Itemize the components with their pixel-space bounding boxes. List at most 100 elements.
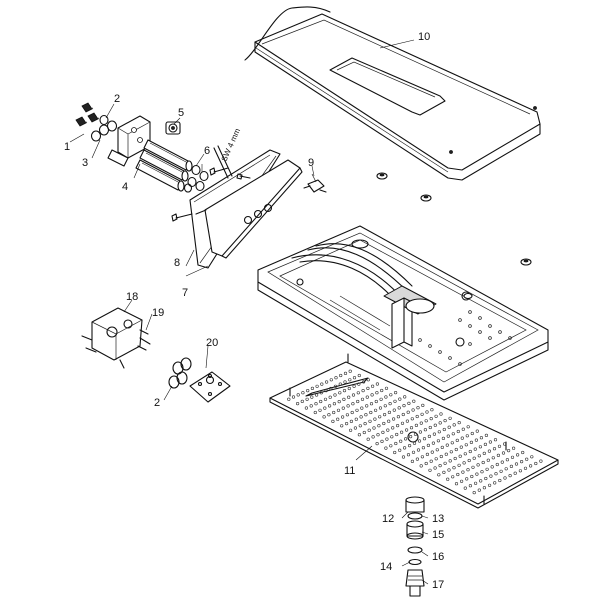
callout-16: 16 [432,551,444,563]
spray-nozzle [352,376,357,380]
spray-nozzle [370,393,374,397]
spray-nozzle [414,423,419,428]
spray-nozzle [389,444,393,448]
spray-nozzle [428,425,432,430]
spray-nozzle [427,434,432,439]
spray-nozzle [363,422,367,426]
callout-3: 3 [82,157,88,169]
spray-nozzle [420,412,424,416]
spray-nozzle [410,459,415,464]
spray-nozzle [411,450,416,454]
spray-nozzle [447,425,451,429]
spray-nozzle [440,445,444,450]
spray-nozzle [495,462,499,467]
spray-nozzle [496,453,501,458]
spray-nozzle [386,428,390,432]
spray-nozzle [329,378,333,382]
spray-nozzle [287,397,291,401]
callout-4: 4 [122,181,128,193]
spray-nozzle [375,442,379,446]
spray-nozzle [489,474,493,478]
spray-nozzle [351,402,355,406]
spray-nozzle [374,408,378,412]
callout-5: 5 [178,107,184,119]
spray-nozzle [345,413,350,417]
spray-nozzle [429,417,433,421]
spray-nozzle [409,435,413,439]
spray-nozzle [501,451,506,455]
spray-nozzle [454,482,459,486]
spray-nozzle [460,436,464,440]
spray-nozzle [310,395,314,399]
spray-nozzle [341,415,345,419]
spray-nozzle [415,414,419,419]
spray-nozzle [468,484,473,488]
spray-nozzle [367,428,371,432]
spray-nozzle [306,389,310,393]
spray-nozzle [452,466,456,470]
spray-nozzle [420,455,425,459]
spray-nozzle [401,455,406,459]
spray-nozzle [464,443,468,447]
spray-nozzle [474,438,479,442]
spray-nozzle [456,429,460,434]
spray-nozzle [412,399,416,403]
callout-9: 9 [308,157,314,169]
spray-nozzle [366,437,370,441]
spray-nozzle [402,404,406,408]
part-9-clip [303,173,327,193]
callout-15: 15 [432,529,444,541]
spray-nozzle [383,413,387,417]
spray-nozzle [482,451,486,456]
spray-nozzle [442,427,446,432]
spray-nozzle [366,378,370,382]
spray-nozzle [514,462,519,466]
callout-numbers: 1 2 3 4 5 6 7 8 9 10 11 12 13 14 15 16 1… [64,31,444,591]
spray-nozzle [322,415,326,419]
spray-nozzle [393,399,397,403]
spray-nozzle [511,446,516,450]
spray-nozzle [451,475,455,479]
spray-nozzle [396,424,400,428]
spray-nozzle [446,477,450,481]
spray-nozzle [519,460,524,464]
spray-nozzle [437,473,441,477]
spray-nozzle [500,460,504,464]
spray-nozzle [405,428,409,432]
spray-nozzle [451,432,455,436]
spray-nozzle [404,437,408,441]
spray-nozzle [291,395,296,399]
spray-nozzle-grid [287,369,543,495]
spray-nozzle [525,457,529,461]
spray-nozzle [491,456,495,460]
part-20-mounting-plate [189,371,231,403]
spray-nozzle [400,421,405,425]
spray-nozzle [478,445,483,449]
spray-nozzle [327,413,331,417]
spray-nozzle [508,474,512,478]
spray-nozzle [477,488,481,492]
spray-nozzle [341,406,345,410]
spray-nozzle [360,397,365,401]
spray-nozzle [423,428,428,432]
spray-nozzle [475,472,479,476]
spray-nozzle [434,457,438,461]
spray-nozzle [430,450,434,454]
spray-nozzle [475,429,479,433]
spray-nozzle [515,453,520,457]
spray-nozzle [369,402,374,406]
spray-nozzle [486,458,490,462]
spray-nozzle [349,419,354,424]
spray-nozzle [521,450,525,455]
spray-nozzle [410,417,414,421]
spray-nozzle [436,439,441,443]
spray-nozzle [398,397,402,401]
spray-nozzle [351,393,356,397]
spray-nozzle [425,410,429,414]
spray-nozzle [389,393,393,397]
spray-nozzle [488,483,492,487]
spray-nozzle [467,458,471,463]
tool-label: SW 4 mm [220,127,243,163]
spray-nozzle [469,440,474,445]
spray-nozzle [382,421,386,426]
